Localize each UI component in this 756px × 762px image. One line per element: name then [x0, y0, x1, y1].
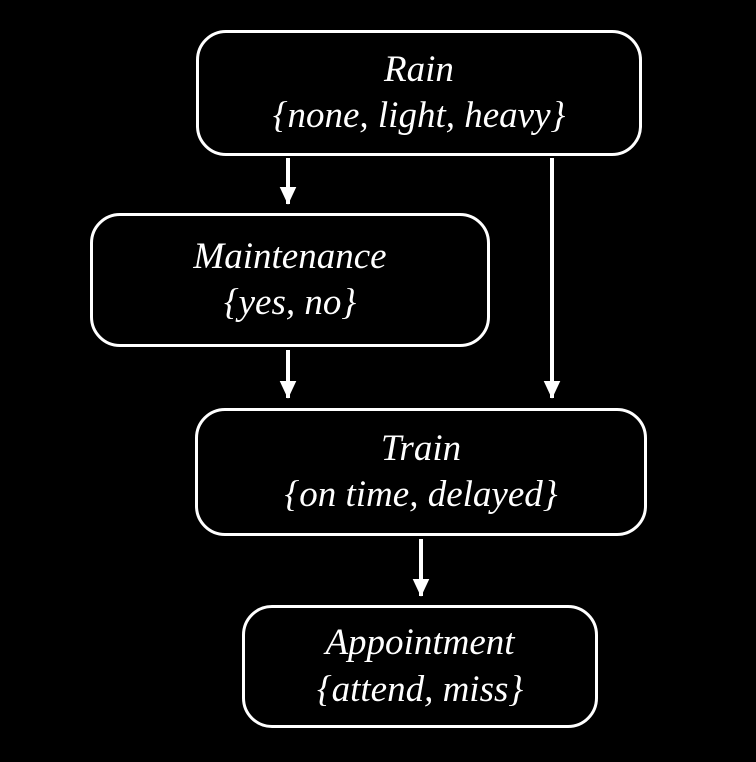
node-appointment: Appointment {attend, miss}: [242, 605, 598, 728]
node-train: Train {on time, delayed}: [195, 408, 647, 536]
node-rain: Rain {none, light, heavy}: [196, 30, 642, 156]
node-rain-domain: {none, light, heavy}: [272, 95, 566, 136]
node-rain-label: Rain: [384, 48, 454, 90]
node-appointment-label: Appointment: [325, 622, 515, 664]
node-train-label: Train: [380, 427, 462, 469]
node-appointment-domain: {attend, miss}: [316, 668, 524, 710]
node-maintenance: Maintenance {yes, no}: [90, 213, 490, 347]
node-maintenance-domain: {yes, no}: [223, 282, 357, 323]
node-train-domain: {on time, delayed}: [284, 474, 558, 515]
node-maintenance-label: Maintenance: [193, 235, 387, 277]
